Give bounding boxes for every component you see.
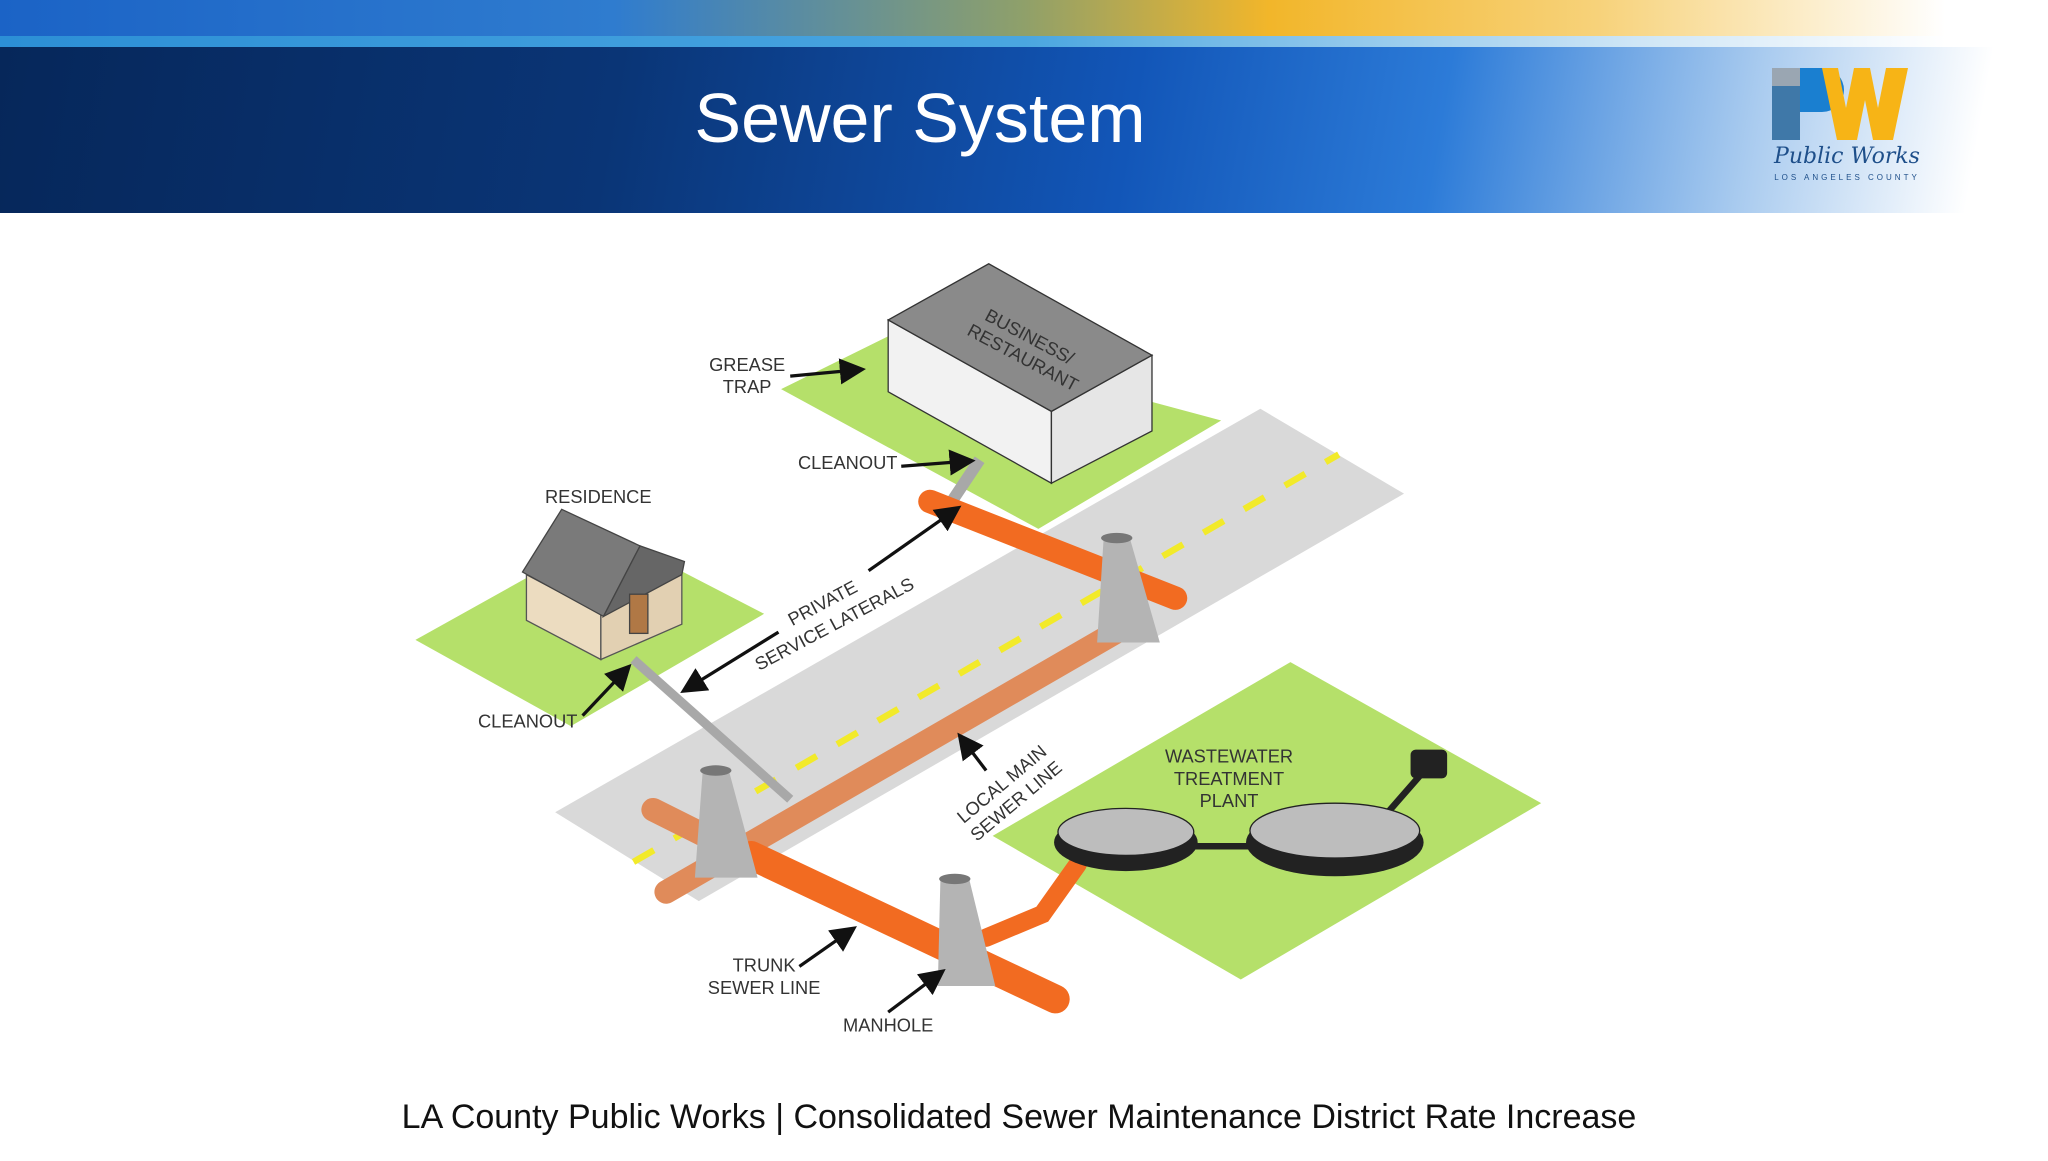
arrow-manhole xyxy=(887,969,946,1014)
business-building xyxy=(886,263,1154,485)
label-residence: RESIDENCE xyxy=(545,486,652,507)
label-cleanout-residence: CLEANOUT xyxy=(478,710,577,731)
manhole-lower xyxy=(694,765,758,878)
manhole-trunk xyxy=(937,873,996,987)
header-banner xyxy=(0,47,2048,213)
arrow-cleanout-residence xyxy=(581,663,632,717)
arrow-laterals-down xyxy=(680,630,780,693)
treatment-plant xyxy=(1054,749,1448,877)
label-manhole: MANHOLE xyxy=(843,1015,933,1036)
logo-script: Public Works xyxy=(1773,144,1920,169)
arrow-trunk xyxy=(798,926,857,968)
top-accent-stripe xyxy=(0,0,2048,36)
top-accent-line xyxy=(0,36,2048,47)
arrow-laterals-up xyxy=(867,505,962,573)
plant-outfall-pipe xyxy=(976,855,1087,947)
label-treatment-3: PLANT xyxy=(1200,790,1259,811)
label-trunk-2: SEWER LINE xyxy=(708,977,821,998)
street-centerline xyxy=(631,451,1341,865)
residence-lateral xyxy=(630,656,794,803)
label-treatment-2: TREATMENT xyxy=(1174,768,1284,789)
label-grease-trap-1: GREASE xyxy=(709,354,785,375)
arrow-cleanout-business xyxy=(901,449,976,476)
label-trunk-1: TRUNK xyxy=(733,955,796,976)
logo-subtitle: LOS ANGELES COUNTY xyxy=(1774,173,1920,182)
arrow-grease-trap xyxy=(790,358,866,385)
label-treatment-1: WASTEWATER xyxy=(1165,746,1293,767)
footer-caption: LA County Public Works | Consolidated Se… xyxy=(401,1098,1637,1136)
label-cleanout-business: CLEANOUT xyxy=(798,452,897,473)
public-works-logo: Public Works LOS ANGELES COUNTY xyxy=(1772,68,1920,182)
page-title: Sewer System xyxy=(694,79,1146,157)
manhole-upper xyxy=(1097,532,1160,643)
trunk-sewer-pipe xyxy=(736,841,1070,1014)
residence-house xyxy=(521,508,686,661)
label-grease-trap-2: TRAP xyxy=(723,376,772,397)
arrow-local-main xyxy=(957,732,988,772)
